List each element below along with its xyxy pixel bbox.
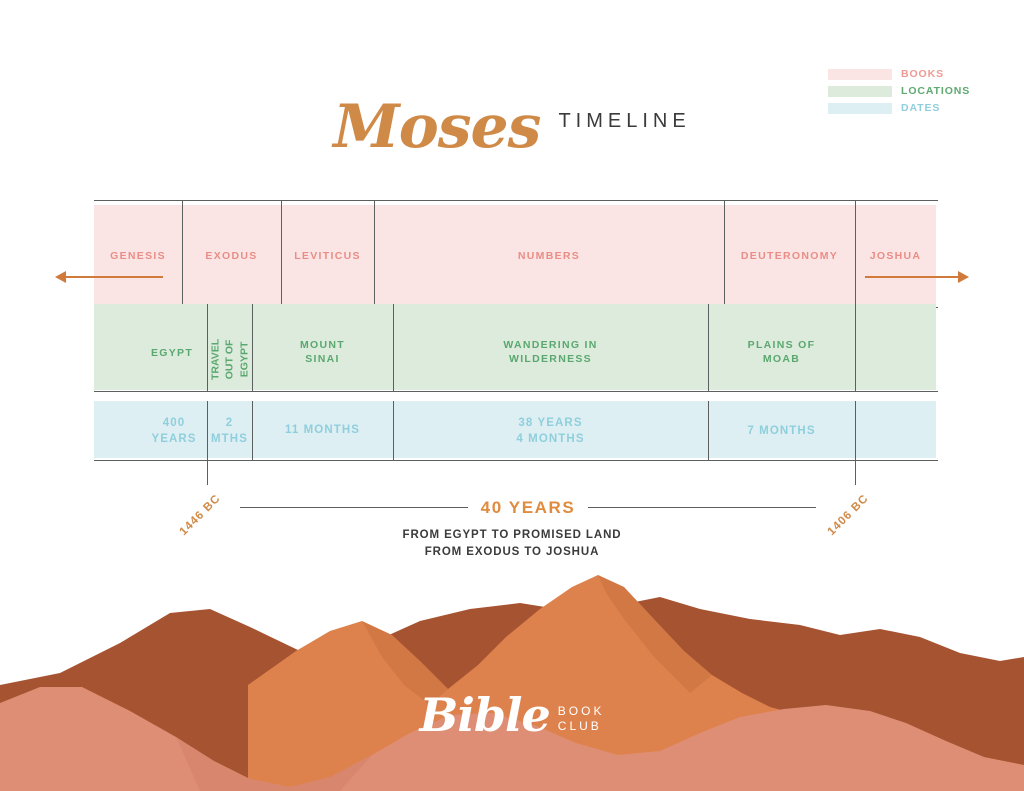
legend-label-locations: LOCATIONS xyxy=(901,84,971,97)
locations-divider-4 xyxy=(708,304,710,392)
mountain-layer-mid xyxy=(248,575,820,791)
books-divider-3 xyxy=(374,200,376,308)
location-cell-wandering: WANDERING IN WILDERNESS xyxy=(393,338,708,367)
locations-divider-2 xyxy=(252,304,254,392)
span-note-line2: FROM EXODUS TO JOSHUA xyxy=(424,546,600,559)
legend-swatch-dates xyxy=(828,102,892,114)
legend-swatch-locations xyxy=(828,85,892,97)
location-cell-mount-sinai: MOUNT SINAI xyxy=(252,338,393,367)
location-cell-plains-of-moab: PLAINS OF MOAB xyxy=(708,338,855,367)
mountain-illustration xyxy=(0,575,1024,791)
locations-divider-1 xyxy=(207,304,209,392)
location-wandering-line2: WILDERNESS xyxy=(508,353,592,366)
title-sub: TIMELINE xyxy=(558,109,691,132)
location-cell-egypt: EGYPT xyxy=(150,347,194,359)
legend-item-locations: LOCATIONS xyxy=(828,83,998,99)
legend-label-dates: DATES xyxy=(901,101,941,114)
date-cell-400-years: 400 YEARS xyxy=(140,416,208,448)
date-cell-38-years-4-months: 38 YEARS 4 MONTHS xyxy=(393,416,708,448)
marker-line-end xyxy=(855,460,857,485)
book-cell-genesis: GENESIS xyxy=(110,250,166,262)
dates-divider-5 xyxy=(855,401,857,460)
dates-divider-1 xyxy=(207,401,209,460)
location-wandering-line1: WANDERING IN xyxy=(503,339,598,351)
date-2mths-line1: 2 xyxy=(225,417,234,429)
span-rule-left xyxy=(240,507,468,509)
date-2mths-line2: MTHS xyxy=(211,432,248,445)
location-travel-line2: OUT OF xyxy=(223,339,236,380)
arrow-right-head xyxy=(958,271,969,283)
span-rule-right xyxy=(588,507,816,509)
books-band xyxy=(94,205,936,305)
legend-swatch-books xyxy=(828,68,892,80)
date-400-line1: 400 xyxy=(162,417,186,429)
location-travel-line3: EGYPT xyxy=(238,341,251,378)
books-divider-1 xyxy=(182,200,184,308)
locations-divider-3 xyxy=(393,304,395,392)
legend-item-books: BOOKS xyxy=(828,66,998,82)
span-label-40-years: 40 YEARS xyxy=(480,498,576,517)
date-cell-2-mths: 2 MTHS xyxy=(207,416,252,448)
dates-rule-bottom xyxy=(94,460,938,461)
books-divider-5 xyxy=(855,200,857,308)
dates-divider-2 xyxy=(252,401,254,460)
arrow-left-line xyxy=(66,276,163,278)
books-divider-4 xyxy=(724,200,726,308)
title-main: Moses xyxy=(333,92,541,162)
dates-band xyxy=(94,401,936,458)
mountain-layer-front xyxy=(0,687,1024,791)
location-sinai-line2: SINAI xyxy=(305,353,340,366)
book-cell-joshua: JOSHUA xyxy=(869,250,922,262)
books-divider-2 xyxy=(281,200,283,308)
date-400-line2: YEARS xyxy=(151,432,197,445)
location-sinai-line1: MOUNT xyxy=(300,339,345,351)
span-note: FROM EGYPT TO PROMISED LAND FROM EXODUS … xyxy=(0,527,1024,562)
date-cell-11-months: 11 MONTHS xyxy=(284,424,361,436)
location-moab-line1: PLAINS OF xyxy=(747,339,816,351)
span-note-line1: FROM EGYPT TO PROMISED LAND xyxy=(402,529,622,541)
marker-line-start xyxy=(207,460,209,485)
legend-item-dates: DATES xyxy=(828,100,998,116)
dates-divider-4 xyxy=(708,401,710,460)
location-cell-travel-out-of-egypt: TRAVEL OUT OF EGYPT xyxy=(208,304,252,390)
locations-rule-bottom xyxy=(94,391,938,392)
locations-band xyxy=(94,304,936,390)
mountain-shadow-mid xyxy=(362,621,448,705)
legend-label-books: BOOKS xyxy=(901,67,945,80)
books-rule-top xyxy=(94,200,938,201)
book-cell-leviticus: LEVITICUS xyxy=(294,250,361,262)
legend: BOOKS LOCATIONS DATES xyxy=(828,66,998,117)
page-title: Moses TIMELINE xyxy=(0,92,1024,162)
arrow-left-head xyxy=(55,271,66,283)
date-38y-line2: 4 MONTHS xyxy=(516,432,585,445)
location-moab-line2: MOAB xyxy=(762,353,801,366)
mountain-shadow-peak xyxy=(598,575,712,693)
location-travel-line1: TRAVEL xyxy=(209,338,222,381)
book-cell-exodus: EXODUS xyxy=(205,250,258,262)
date-cell-7-months: 7 MONTHS xyxy=(747,425,816,437)
locations-divider-5 xyxy=(855,304,857,392)
book-cell-numbers: NUMBERS xyxy=(517,250,581,262)
mountain-shadow-front xyxy=(176,737,372,791)
dates-divider-3 xyxy=(393,401,395,460)
book-cell-deuteronomy: DEUTERONOMY xyxy=(740,250,839,262)
arrow-right-line xyxy=(865,276,961,278)
date-38y-line1: 38 YEARS xyxy=(518,417,583,429)
